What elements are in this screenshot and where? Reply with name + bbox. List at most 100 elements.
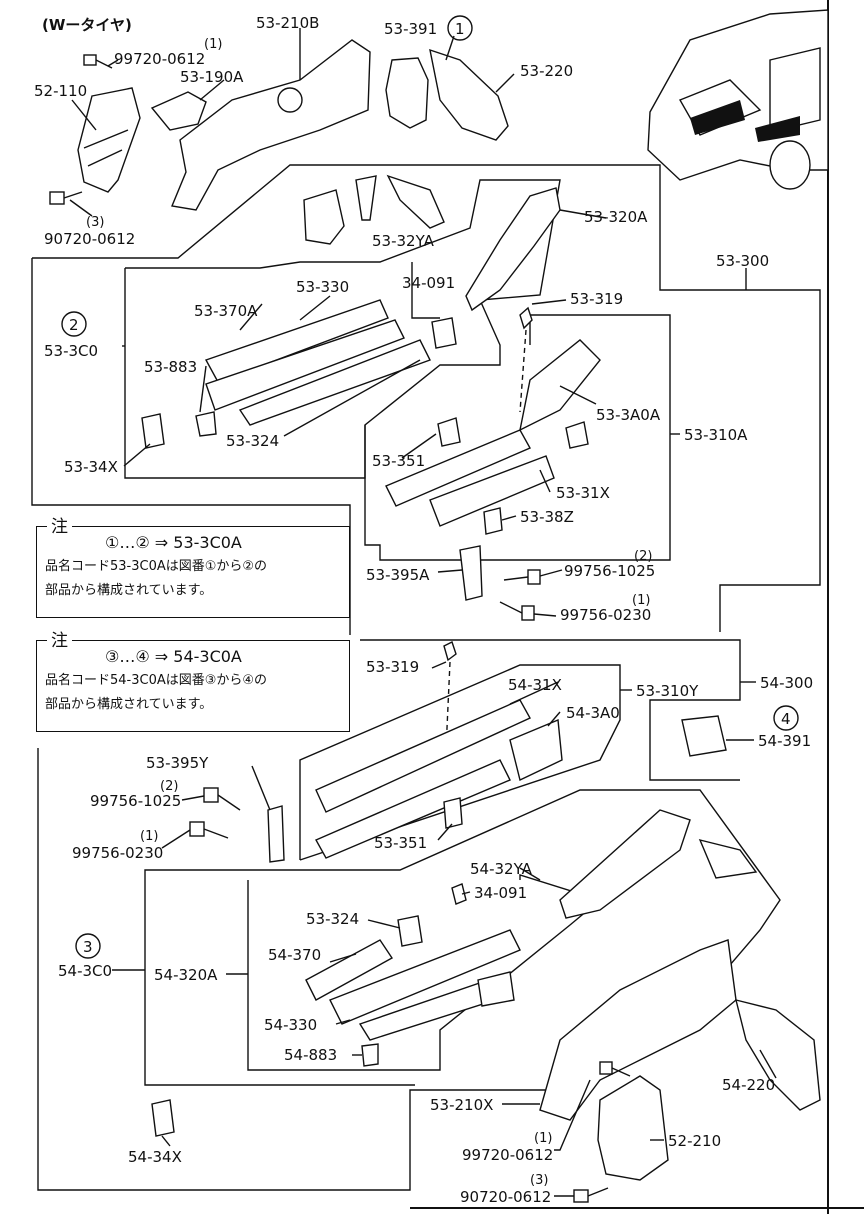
label-34-091-b: 34-091 [474, 884, 527, 902]
note-formula-1: ①…② ⇒ 53-3C0A [105, 533, 242, 552]
circle-4 [773, 705, 799, 731]
label-circle-4: 4 [781, 710, 791, 728]
part-54-bracket-a [698, 838, 758, 879]
diagram-header: (Wータイヤ) [42, 16, 132, 34]
label-53-210X: 53-210X [430, 1096, 493, 1114]
part-53-3A0A-clip [565, 421, 589, 449]
label-53-32YA: 53-32YA [372, 232, 435, 250]
part-53-351-b [443, 797, 463, 829]
bolt-99756-1025-b [203, 787, 241, 811]
label-circle-1: 1 [455, 20, 465, 38]
label-53-324-a: 53-324 [226, 432, 279, 450]
part-54-bracket-b [477, 971, 515, 1007]
label-52-210: 52-210 [668, 1132, 721, 1150]
part-53-351-a [437, 417, 461, 447]
part-53-310A-rail-a [385, 429, 531, 507]
part-53-391 [385, 57, 429, 129]
part-54-330 [329, 929, 521, 1025]
note-title-2: 注 [47, 629, 72, 653]
label-99756-0230-b: 99756-0230 [72, 844, 163, 862]
circle-3 [75, 933, 101, 959]
outline-53-300-a [32, 164, 821, 632]
dash-53-319-a [519, 329, 527, 413]
label-53-319-b: 53-319 [366, 658, 419, 676]
outline-53-310y [299, 664, 621, 861]
note-text-1b: 部品から構成されています。 [45, 583, 213, 598]
label-53-34X: 53-34X [64, 458, 118, 476]
part-53-395A [459, 545, 483, 601]
circle-1 [447, 15, 473, 41]
bolt-99756-0230-b [189, 821, 229, 839]
label-53-190A: 53-190A [180, 68, 244, 86]
part-53-883 [195, 411, 217, 437]
bolt-99756-0230-a [499, 601, 535, 621]
label-53-210B: 53-210B [256, 14, 319, 32]
label-53-351-a: 53-351 [372, 452, 425, 470]
label-99720-0612-a: 99720-0612 [114, 50, 205, 68]
label-54-34X: 54-34X [128, 1148, 182, 1166]
part-53-bracket-b [355, 175, 377, 221]
vehicle-highlight-2 [755, 116, 800, 142]
label-53-38Z: 53-38Z [520, 508, 574, 526]
part-52-110 [77, 87, 141, 193]
label-qty-1-a: (1) [204, 37, 222, 52]
part-52-210 [597, 1075, 669, 1181]
label-54-370: 54-370 [268, 946, 321, 964]
label-54-300: 54-300 [760, 674, 813, 692]
label-qty-1-b: (1) [632, 593, 650, 608]
label-53-310Y: 53-310Y [636, 682, 699, 700]
part-54-220 [735, 999, 821, 1111]
note-text-2a: 品名コード54-3C0Aは図番③から④の [45, 673, 268, 688]
label-54-31X: 54-31X [508, 676, 562, 694]
label-99756-0230-a: 99756-0230 [560, 606, 651, 624]
label-54-220: 54-220 [722, 1076, 775, 1094]
label-34-091-a: 34-091 [402, 274, 455, 292]
note-text-1a: 品名コード53-3C0Aは図番①から②の [45, 559, 268, 574]
label-53-3A0A: 53-3A0A [596, 406, 661, 424]
label-qty-1-c: (1) [140, 829, 158, 844]
bolt-90720-0612-a [49, 191, 83, 205]
bolt-99756-1025-a [503, 569, 541, 585]
label-53-3C0: 53-3C0 [44, 342, 98, 360]
label-53-324-b: 53-324 [306, 910, 359, 928]
part-53-320A-rail [465, 187, 561, 312]
label-53-310A: 53-310A [684, 426, 748, 444]
label-circle-3: 3 [83, 938, 93, 956]
part-53-31X-a [429, 455, 555, 527]
part-53-310Y-rail [315, 759, 511, 859]
label-53-395Y: 53-395Y [146, 754, 209, 772]
label-qty-3-a: (3) [86, 215, 104, 230]
label-54-330: 54-330 [264, 1016, 317, 1034]
part-53-319-b [443, 641, 457, 662]
note-box-1: 注 ①…② ⇒ 53-3C0A 品名コード53-3C0Aは図番①から②の 部品か… [36, 515, 350, 618]
part-54-31X [315, 699, 531, 813]
label-53-330: 53-330 [296, 278, 349, 296]
note-title-1: 注 [47, 515, 72, 539]
label-53-220: 53-220 [520, 62, 573, 80]
bolt-99720-0612-a [83, 54, 113, 69]
label-53-395A: 53-395A [366, 566, 430, 584]
label-qty-3-b: (3) [530, 1173, 548, 1188]
outline-53-3c0-left [31, 258, 351, 635]
part-34-091-b [451, 883, 467, 905]
label-54-3C0: 54-3C0 [58, 962, 112, 980]
note-text-2b: 部品から構成されています。 [45, 697, 213, 712]
label-90720-0612-a: 90720-0612 [44, 230, 135, 248]
vehicle-wheel [769, 140, 811, 190]
label-99756-1025-b: 99756-1025 [90, 792, 181, 810]
label-circle-2: 2 [69, 316, 79, 334]
part-53-324-rail [238, 339, 431, 426]
label-53-320A: 53-320A [584, 208, 648, 226]
bolt-99720-0612-b [599, 1061, 631, 1077]
part-53-3A0A [519, 339, 601, 432]
label-52-110: 52-110 [34, 82, 87, 100]
note-box-2: 注 ③…④ ⇒ 54-3C0A 品名コード54-3C0Aは図番③から④の 部品か… [36, 629, 350, 732]
label-54-320A: 54-320A [154, 966, 218, 984]
vehicle-highlight-1 [690, 100, 745, 135]
label-90720-0612-b: 90720-0612 [460, 1188, 551, 1206]
label-99720-0612-b: 99720-0612 [462, 1146, 553, 1164]
label-53-300: 53-300 [716, 252, 769, 270]
label-53-319-a: 53-319 [570, 290, 623, 308]
